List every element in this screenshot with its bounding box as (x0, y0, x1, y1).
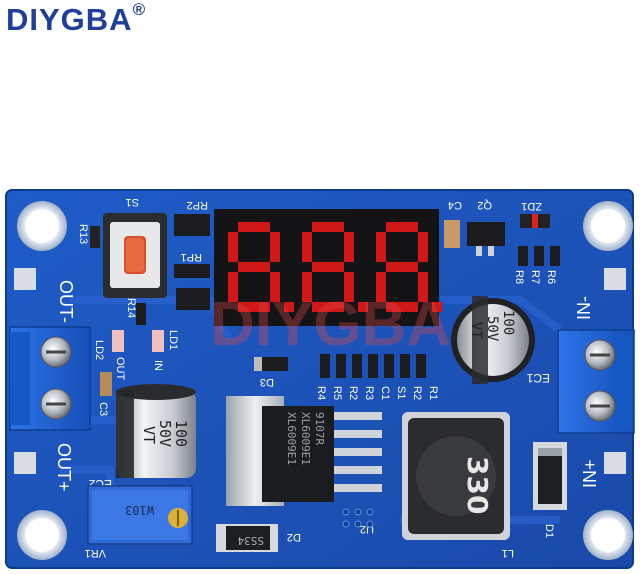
label-d1: D1 (543, 524, 555, 538)
display-segment (386, 222, 418, 232)
label-r2a: R2 (347, 386, 359, 400)
display-segment (312, 302, 344, 312)
label-rp1: RP1 (181, 251, 202, 263)
regulator-ic-u2: XL6009E1 XL6009E1 9107R (226, 396, 382, 506)
pot-marking: W103 (125, 503, 154, 517)
label-s1b: S1 (395, 386, 407, 399)
ec1-voltage: 50V (484, 316, 500, 342)
display-segment (312, 262, 344, 272)
inductor-marking: 330 (461, 456, 494, 514)
label-d2: D2 (287, 531, 301, 543)
display-segment (302, 272, 312, 302)
display-segment (344, 232, 354, 262)
display-segment (386, 262, 418, 272)
capacitor-ec1: 100 50V VT (451, 296, 535, 384)
label-r4: R4 (315, 386, 327, 400)
display-segment (344, 272, 354, 302)
ec2-series: VT (140, 426, 158, 444)
label-c1: C1 (379, 386, 391, 400)
display-segment (270, 272, 280, 302)
inductor-l1: 330 (402, 412, 510, 540)
mounting-holes (17, 201, 633, 560)
ic-line3: 9107R (313, 412, 326, 445)
potentiometer-vr1: W103 (87, 485, 193, 545)
label-q2: Q2 (477, 199, 492, 211)
label-r7: R7 (529, 270, 541, 284)
display-segment (228, 232, 238, 262)
label-s1: S1 (126, 196, 139, 208)
label-r14: R14 (125, 298, 137, 318)
label-r8: R8 (513, 270, 525, 284)
watermark: DIYGBA (210, 290, 451, 359)
push-button-s1 (103, 213, 167, 298)
label-ld1: LD1 (167, 330, 179, 350)
output-terminal-block (9, 326, 91, 431)
label-in-minus: IN- (574, 296, 594, 320)
display-segment (376, 272, 386, 302)
label-r5: R5 (331, 386, 343, 400)
label-r6: R6 (545, 270, 557, 284)
display-decimal-point (432, 302, 442, 312)
capacitor-ec2: 100 50V VT (116, 384, 196, 478)
diode-marking: SS34 (237, 534, 264, 547)
ec1-value: 100 (500, 310, 516, 335)
display-decimal-point (284, 302, 294, 312)
label-in: IN (152, 360, 164, 371)
label-ld2: LD2 (93, 340, 105, 360)
label-out-plus: OUT+ (54, 443, 74, 492)
label-out: OUT (114, 357, 126, 381)
display-segment (270, 232, 280, 262)
label-in-plus: IN+ (580, 459, 600, 488)
label-d3: D3 (260, 376, 274, 388)
seven-segment-display (214, 209, 442, 326)
ec1-series: VT (468, 322, 484, 339)
registered-mark: ® (132, 0, 147, 19)
diode-d1 (533, 442, 567, 510)
display-decimal-point (358, 302, 368, 312)
label-rp2: RP2 (187, 199, 208, 211)
ic-line1: XL6009E1 (285, 412, 298, 465)
display-segment (238, 262, 270, 272)
ic-line2: XL6009E1 (299, 412, 312, 465)
display-segment (386, 302, 418, 312)
display-segment (418, 232, 428, 262)
display-segment (302, 232, 312, 262)
ec2-value: 100 (172, 420, 190, 447)
display-segment (418, 272, 428, 302)
label-c4: C4 (448, 199, 462, 211)
display-segment (312, 222, 344, 232)
label-out-minus: OUT- (56, 280, 76, 323)
display-segment (238, 222, 270, 232)
display-segment (238, 302, 270, 312)
label-r13: R13 (77, 224, 89, 244)
label-c3: C3 (97, 402, 109, 416)
label-r1: R1 (427, 386, 439, 400)
label-ec1: EC1 (526, 371, 550, 385)
label-vr1: VR1 (85, 547, 106, 559)
label-zd1: ZD1 (521, 200, 542, 212)
ec2-voltage: 50V (156, 420, 174, 447)
brand-logo: DIYGBA® (6, 0, 147, 38)
display-segment (228, 272, 238, 302)
display-segment (376, 232, 386, 262)
label-r2b: R2 (411, 386, 423, 400)
input-terminal-block (557, 329, 635, 434)
brand-name: DIYGBA (6, 2, 133, 37)
label-r3: R3 (363, 386, 375, 400)
label-l1: L1 (502, 547, 514, 559)
diode-d2: SS34 (216, 524, 278, 552)
